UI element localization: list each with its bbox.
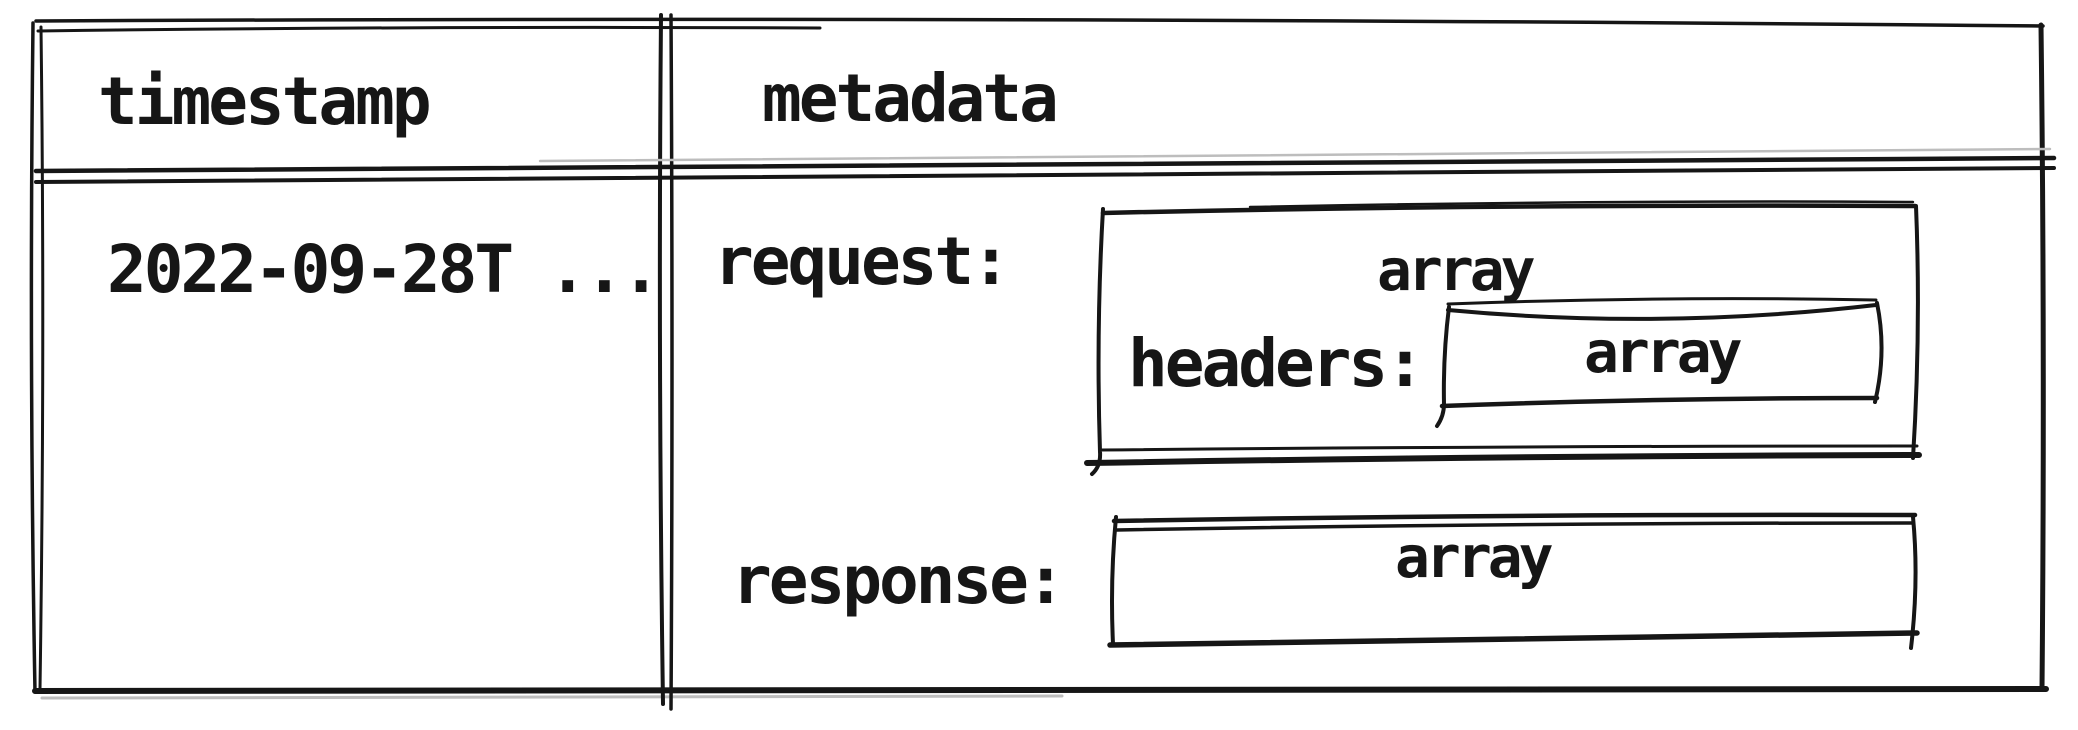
- column-header-timestamp: timestamp: [98, 63, 432, 140]
- request-array-box: [1084, 200, 1922, 476]
- headers-key-label: headers:: [1128, 325, 1425, 402]
- outer-table-border: [29, 17, 2049, 700]
- cell-timestamp-value: 2022-09-28T ...: [107, 231, 661, 308]
- column-header-metadata: metadata: [762, 60, 1059, 137]
- request-key-label: request:: [714, 223, 1011, 300]
- response-key-label: response:: [732, 542, 1066, 619]
- column-divider-line: [657, 13, 674, 711]
- headers-array-box: [1435, 297, 1884, 428]
- response-array-type-label: array: [1395, 523, 1554, 591]
- response-array-box: [1107, 512, 1920, 650]
- header-separator-line: [33, 147, 2057, 184]
- headers-array-type-label: array: [1584, 318, 1743, 386]
- request-array-type-label: array: [1377, 236, 1536, 304]
